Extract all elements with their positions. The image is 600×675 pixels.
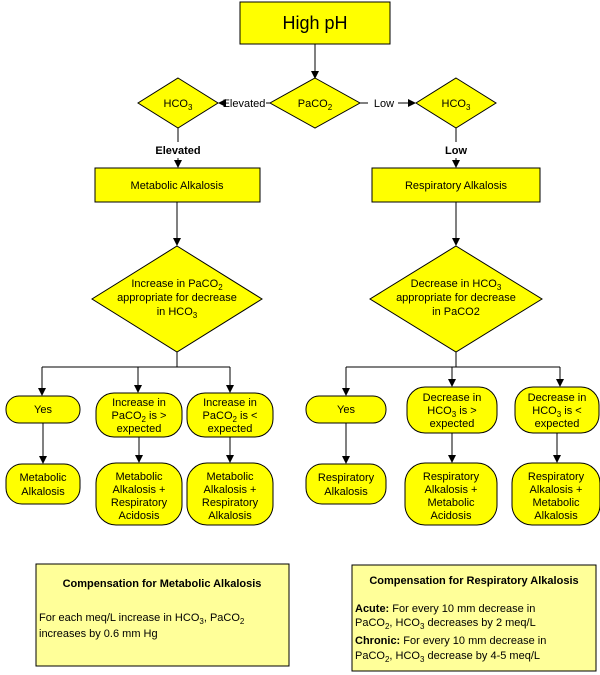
- right-yes-result: [305, 463, 387, 505]
- left-less-result-line3: Respiratory: [202, 497, 259, 509]
- respiratory-alkalosis-box: [371, 167, 541, 203]
- right-greater-line3: expected: [430, 418, 475, 430]
- right-greater-line1: Decrease in: [423, 392, 482, 404]
- note-respiratory-acute-line2: PaCO2, HCO3 decreases by 2 meq/L: [355, 617, 536, 631]
- diamond-left-hco3-label: HCO3: [164, 98, 193, 112]
- left-yes-result: [5, 463, 81, 505]
- left-less-line1: Increase in: [203, 397, 257, 409]
- metabolic-alkalosis-label: Metabolic Alkalosis: [131, 180, 224, 192]
- note-respiratory-box: [351, 564, 597, 672]
- left-less-result-line4: Alkalosis: [208, 510, 252, 522]
- left-greater-result-line4: Acidosis: [119, 510, 160, 522]
- left-greater-line2: PaCO2 is >: [112, 410, 167, 424]
- right-less-result-line3: Metabolic: [532, 497, 580, 509]
- note-metabolic-line1: For each meq/L increase in HCO3, PaCO2: [39, 612, 245, 626]
- left-yes-result-line1: Metabolic: [19, 472, 67, 484]
- note-respiratory-chronic-line1: Chronic: For every 10 mm decrease in: [355, 635, 546, 647]
- left-greater-result-line2: Alkalosis +: [113, 484, 166, 496]
- note-respiratory-heading: Compensation for Respiratory Alkalosis: [369, 575, 578, 587]
- left-less-result: [186, 462, 274, 526]
- diamond-right-line1: Decrease in HCO3: [411, 278, 502, 292]
- left-less-line3: expected: [208, 423, 253, 435]
- left-less-line2: PaCO2 is <: [203, 410, 258, 424]
- branch-label-low: Low: [445, 145, 467, 157]
- note-metabolic-heading: Compensation for Metabolic Alkalosis: [63, 578, 262, 590]
- diamond-right-hco3-label: HCO3: [442, 98, 471, 112]
- right-less-result-line4: Alkalosis: [534, 510, 578, 522]
- diamond-right-line3: in PaCO2: [432, 306, 480, 318]
- diamond-left-line3: in HCO3: [157, 306, 198, 320]
- note-metabolic-box: [35, 563, 290, 667]
- right-greater-result-line1: Respiratory: [423, 471, 480, 483]
- note-respiratory-chronic-line2: PaCO2, HCO3 decrease by 4-5 meq/L: [355, 650, 540, 664]
- left-greater-line1: Increase in: [112, 397, 166, 409]
- diamond-paco2-label: PaCO2: [298, 98, 333, 112]
- left-yes-result-line2: Alkalosis: [21, 486, 65, 498]
- diamond-paco2: [268, 77, 362, 129]
- diamond-left-line2: appropriate for decrease: [117, 292, 237, 304]
- right-greater-result-line3: Metabolic: [427, 497, 475, 509]
- left-greater-result-line3: Respiratory: [111, 497, 168, 509]
- left-greater-line3: expected: [117, 423, 162, 435]
- right-less-result: [511, 462, 600, 526]
- right-greater-result: [404, 462, 498, 526]
- high-ph-box: [239, 1, 391, 45]
- label-elevated-top: Elevated: [223, 98, 266, 110]
- right-yes-result-line2: Alkalosis: [324, 486, 368, 498]
- left-less-result-line2: Alkalosis +: [204, 484, 257, 496]
- right-less-result-line2: Alkalosis +: [530, 484, 583, 496]
- diamond-left-line1: Increase in PaCO2: [131, 278, 223, 292]
- note-metabolic-line2: increases by 0.6 mm Hg: [39, 628, 158, 640]
- diamond-right-line2: appropriate for decrease: [396, 292, 516, 304]
- right-yes-result-line1: Respiratory: [318, 472, 375, 484]
- label-low-top: Low: [374, 98, 394, 110]
- right-less-line3: expected: [535, 418, 580, 430]
- left-greater-result: [95, 462, 183, 526]
- respiratory-alkalosis-label: Respiratory Alkalosis: [405, 180, 508, 192]
- right-less-line1: Decrease in: [528, 392, 587, 404]
- left-yes-label: Yes: [34, 404, 52, 416]
- right-greater-result-line2: Alkalosis +: [425, 484, 478, 496]
- note-respiratory-acute-line1: Acute: For every 10 mm decrease in: [355, 603, 535, 615]
- right-greater-result-line4: Acidosis: [431, 510, 472, 522]
- left-less-result-line1: Metabolic: [206, 471, 254, 483]
- metabolic-alkalosis-box: [94, 167, 261, 203]
- right-yes-label: Yes: [337, 404, 355, 416]
- left-greater-result-line1: Metabolic: [115, 471, 163, 483]
- right-less-line2: HCO3 is <: [532, 405, 581, 419]
- branch-label-elevated: Elevated: [155, 145, 200, 157]
- right-less-result-line1: Respiratory: [528, 471, 585, 483]
- high-ph-title: High pH: [282, 13, 347, 33]
- right-greater-line2: HCO3 is >: [427, 405, 476, 419]
